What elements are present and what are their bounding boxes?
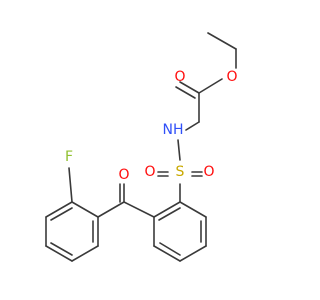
ring2-bond-3 <box>179 245 207 262</box>
ring1-bond-1 <box>71 201 99 218</box>
molecule-canvas: F O S O O NH O O <box>45 32 238 262</box>
atom-sulfonyl-oxygen-left: O <box>144 164 155 180</box>
bond-ester-o-c <box>198 78 223 94</box>
ring2-inner-3 <box>158 207 181 221</box>
atom-ketone-oxygen: O <box>118 167 129 183</box>
ring1-bond-5 <box>71 245 99 262</box>
bond-ch2-nh <box>185 121 200 131</box>
ring1-inner-1 <box>50 207 73 221</box>
bond-ring-f <box>68 167 73 203</box>
atom-ester-oxygen: O <box>226 69 237 85</box>
bond-carbonyl-double-a <box>179 81 200 94</box>
structure-diagram: F O S O O NH O O <box>45 32 238 262</box>
ring2-bond-4 <box>153 245 181 262</box>
atom-sulfur: S <box>176 164 185 180</box>
ring2-bond-6 <box>153 201 181 218</box>
atom-ester-carbonyl-oxygen: O <box>174 69 185 85</box>
bond-carbonyl-double-b <box>175 86 196 99</box>
ring1-bond-4 <box>45 245 73 262</box>
ring2-inner-2 <box>159 242 181 256</box>
bond-nh-s <box>177 139 181 161</box>
ring1-bond-2 <box>45 201 73 218</box>
bond-ring-ketone <box>123 201 155 218</box>
ring1-inner-2 <box>50 242 73 256</box>
bond-ketone-ring <box>97 201 125 218</box>
ring2-bond-1 <box>179 201 207 218</box>
bond-layer <box>45 32 237 262</box>
atom-sulfonyl-oxygen-right: O <box>203 164 214 180</box>
bond-ethyl-ch3 <box>207 32 237 50</box>
atom-fluorine: F <box>65 149 73 165</box>
atom-amine: NH <box>163 122 184 138</box>
